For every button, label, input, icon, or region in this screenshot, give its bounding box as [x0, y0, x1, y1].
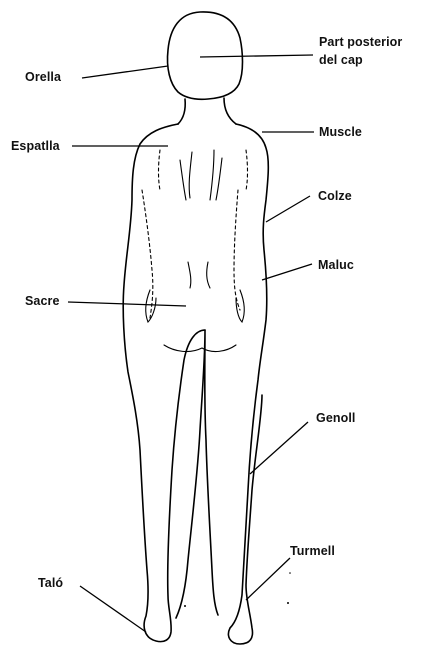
- left-body-outline: [123, 124, 205, 642]
- leader-colze: [266, 196, 310, 222]
- label-turmell: Turmell: [290, 544, 335, 558]
- label-maluc: Maluc: [318, 258, 354, 272]
- leader-turmell: [246, 558, 290, 600]
- speckle: [287, 602, 289, 604]
- left-hand: [146, 290, 156, 322]
- back-muscle-lines: [180, 158, 222, 200]
- label-genoll: Genoll: [316, 411, 356, 425]
- spine-line: [189, 150, 214, 200]
- label-colze: Colze: [318, 189, 352, 203]
- right-arm-inner: [234, 190, 240, 310]
- right-body-outline: [228, 124, 268, 644]
- speckle: [289, 572, 291, 574]
- buttock-curve: [164, 345, 236, 352]
- lower-back: [188, 262, 210, 288]
- neck-outline: [178, 98, 236, 124]
- label-part-posterior-line2: del cap: [319, 53, 363, 67]
- label-part-posterior-line1: Part posterior: [319, 35, 402, 49]
- leader-part-posterior: [200, 55, 313, 57]
- label-espatlla: Espatlla: [11, 139, 61, 153]
- leader-maluc: [262, 264, 312, 280]
- right-hand: [236, 290, 244, 322]
- back-dashes: [159, 150, 248, 190]
- leader-orella: [82, 66, 168, 78]
- speckle: [184, 605, 186, 607]
- label-talo: Taló: [38, 576, 63, 590]
- label-muscle: Muscle: [319, 125, 362, 139]
- label-orella: Orella: [25, 70, 62, 84]
- head-outline: [167, 12, 242, 99]
- leader-talo: [80, 586, 146, 632]
- leader-sacre: [68, 302, 186, 306]
- label-sacre: Sacre: [25, 294, 60, 308]
